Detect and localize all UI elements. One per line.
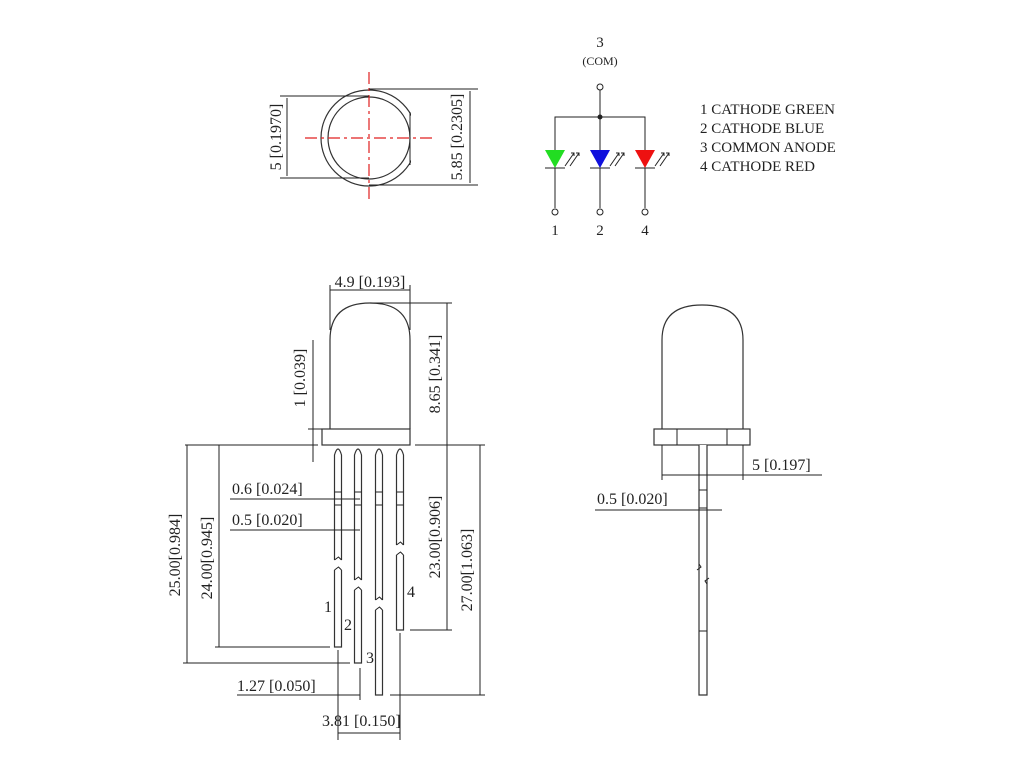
dim-inner-label: 5 [0.1970] (268, 104, 285, 171)
led-lead (395, 448, 405, 631)
legend-item: 3 COMMON ANODE (700, 140, 836, 156)
pin-label-1: 1 (551, 223, 559, 239)
dim-pin4-label: 23.00[0.906] (427, 496, 444, 579)
dim-side-lead-label: 0.5 [0.020] (597, 491, 668, 508)
lead-label-3: 3 (366, 650, 374, 667)
light-emission-arrows-icon (564, 152, 580, 167)
led-flange (321, 428, 411, 446)
terminal-circle (641, 208, 649, 216)
led-diode-icon (590, 150, 610, 168)
terminal-circle (596, 83, 604, 91)
dim-pin1-label: 25.00[0.984] (167, 514, 184, 597)
top-view: 5 [0.1970] 5.85 [0.2305] (268, 72, 478, 202)
led-lead (374, 448, 384, 696)
common-pin-number: 3 (596, 35, 604, 51)
led-lead (353, 448, 363, 664)
pin-label-2: 2 (596, 223, 604, 239)
legend-item: 2 CATHODE BLUE (700, 121, 824, 137)
dim-pitch-label: 1.27 [0.050] (237, 678, 316, 695)
legend-item: 4 CATHODE RED (700, 159, 815, 175)
led-dome (329, 302, 411, 429)
legend-item: 1 CATHODE GREEN (700, 102, 835, 118)
led-lead (333, 448, 343, 648)
schematic: 3 (COM) 1 2 4 1 CATHODE GREEN 2 CATHODE … (545, 35, 836, 239)
dim-outer-label: 5.85 [0.2305] (449, 94, 466, 181)
break-mark (354, 576, 362, 591)
common-label: (COM) (582, 54, 617, 68)
terminal-circle (551, 208, 559, 216)
lead-label-4: 4 (407, 584, 415, 601)
dim-lead-narrow-label: 0.5 [0.020] (232, 512, 303, 529)
front-view: 4.9 [0.193] 8.65 [0.341] 1 [0.039] 0.6 [… (167, 274, 485, 740)
lead-label-2: 2 (344, 617, 352, 634)
break-mark (375, 596, 383, 611)
dim-width-label: 4.9 [0.193] (335, 274, 406, 291)
light-emission-arrows-icon (654, 152, 670, 167)
lead-label-1: 1 (324, 599, 332, 616)
led-dome-side (661, 304, 744, 429)
break-mark (696, 563, 710, 585)
dim-lead-wide-label: 0.6 [0.024] (232, 481, 303, 498)
dim-pin2-label: 24.00[0.945] (199, 517, 216, 600)
pin-label-4: 4 (641, 223, 649, 239)
break-mark (396, 541, 404, 556)
led-diode-icon (635, 150, 655, 168)
dim-side-width-label: 5 [0.197] (752, 457, 811, 474)
break-mark (334, 556, 342, 571)
side-view: 5 [0.197] 0.5 [0.020] (595, 304, 822, 696)
led-flange-side (653, 428, 751, 446)
dim-height-label: 8.65 [0.341] (427, 335, 444, 414)
dim-flange-label: 1 [0.039] (292, 349, 309, 408)
break-gap (353, 580, 363, 590)
break-gap (374, 600, 384, 610)
lead-side (698, 445, 708, 696)
break-gap (395, 545, 405, 555)
break-gap (333, 560, 343, 570)
dim-pin3-label: 27.00[1.063] (459, 529, 476, 612)
terminal-circle (596, 208, 604, 216)
led-diode-icon (545, 150, 565, 168)
dim-span-label: 3.81 [0.150] (322, 713, 401, 730)
light-emission-arrows-icon (609, 152, 625, 167)
